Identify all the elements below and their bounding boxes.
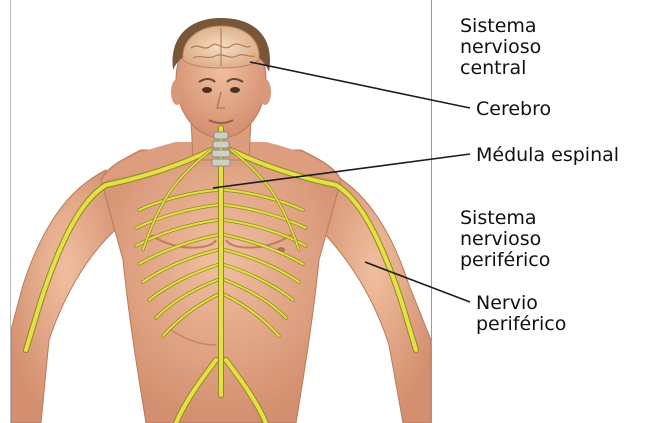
cns-group-label: Sistema nervioso central bbox=[460, 16, 541, 79]
human-nervous-system-illustration bbox=[11, 0, 431, 423]
anatomy-illustration-frame bbox=[10, 0, 432, 423]
pns-group-label: Sistema nervioso periférico bbox=[460, 208, 550, 271]
brain-label: Cerebro bbox=[476, 99, 551, 120]
peripheral-nerve-label: Nervio periférico bbox=[476, 293, 566, 335]
spinal-cord-label: Médula espinal bbox=[476, 145, 619, 166]
left-arm bbox=[11, 170, 121, 423]
